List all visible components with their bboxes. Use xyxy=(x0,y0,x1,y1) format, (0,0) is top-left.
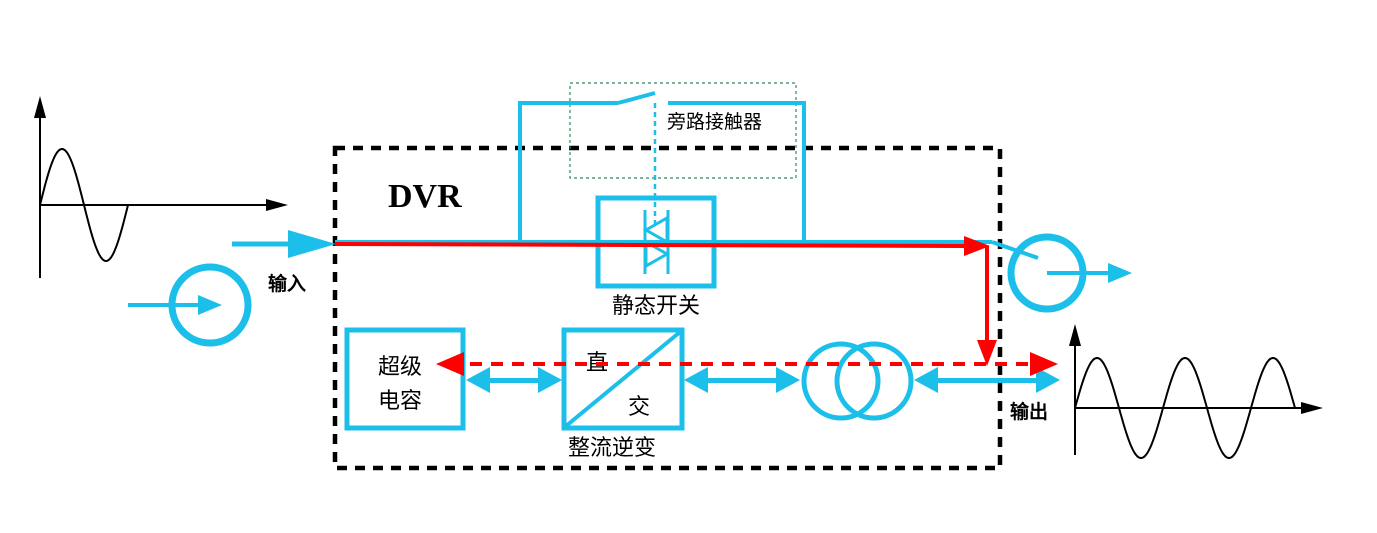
converter-ac-label: 交 xyxy=(628,395,650,420)
bidirectional-links xyxy=(466,367,1060,393)
static-switch-label: 静态开关 xyxy=(612,294,700,319)
transformer-primary-coil xyxy=(801,341,881,421)
dvr-label: DVR xyxy=(388,178,462,215)
bypass-contactor-boundary xyxy=(569,82,797,179)
supercap-label-line2: 电容 xyxy=(378,389,422,414)
fault-path-left-arrow-icon xyxy=(436,352,464,376)
load-icon xyxy=(991,233,1132,313)
input-sine-curve xyxy=(39,147,129,263)
thyristor-lower-triangle xyxy=(644,239,671,269)
output-waveform-y-arrow-icon xyxy=(1069,324,1081,346)
output-waveform xyxy=(1069,324,1323,460)
converter-box xyxy=(561,327,685,431)
fault-path xyxy=(334,236,1058,376)
supercap-label-line1: 超级 xyxy=(378,355,422,380)
link2-shaft xyxy=(698,378,784,383)
input-label: 输入 xyxy=(268,272,306,295)
output-waveform-x-arrow-icon xyxy=(1301,402,1323,414)
ac-dc-converter-icon: 直 交 xyxy=(561,327,685,431)
link3-left-arrow-icon xyxy=(914,367,938,393)
thyristor-upper-triangle xyxy=(642,215,669,245)
link2-right-arrow-icon xyxy=(776,367,800,393)
link1-left-arrow-icon xyxy=(466,367,490,393)
link1-shaft xyxy=(480,378,546,383)
link3-right-arrow-icon xyxy=(1036,367,1060,393)
bypass-right-wire xyxy=(668,101,806,242)
bypass-contactor-label: 旁路接触器 xyxy=(667,111,762,133)
link1-right-arrow-icon xyxy=(538,367,562,393)
converter-label: 整流逆变 xyxy=(568,436,656,461)
input-arrow-icon xyxy=(288,230,336,258)
input-waveform-x-arrow-icon xyxy=(266,199,288,211)
bypass-wiring xyxy=(518,91,806,242)
fault-path-down-arrow-icon xyxy=(977,340,997,366)
fault-path-main xyxy=(334,242,967,248)
source-arrow-head-icon xyxy=(198,295,222,315)
input-waveform xyxy=(34,96,288,278)
output-label: 输出 xyxy=(1010,400,1048,423)
bypass-contact-blade xyxy=(617,91,656,105)
current-source-icon xyxy=(128,263,252,347)
converter-diagonal xyxy=(564,330,682,428)
link2-left-arrow-icon xyxy=(684,367,708,393)
link3-shaft xyxy=(930,378,1038,383)
supercapacitor: 超级 电容 xyxy=(344,327,466,431)
load-arrow-head-icon xyxy=(1108,263,1132,283)
output-sine-curve xyxy=(1074,356,1296,460)
transformer-icon xyxy=(801,341,914,421)
fault-path-right-arrow-icon xyxy=(964,236,990,256)
dvr-boundary xyxy=(332,145,1003,471)
input-waveform-y-arrow-icon xyxy=(34,96,46,118)
supercap-box xyxy=(344,327,466,431)
fault-path-end-arrow-icon xyxy=(1030,352,1058,376)
transformer-secondary-coil xyxy=(834,341,914,421)
load-input-lead xyxy=(991,240,1039,260)
bypass-left-wire xyxy=(518,101,618,242)
